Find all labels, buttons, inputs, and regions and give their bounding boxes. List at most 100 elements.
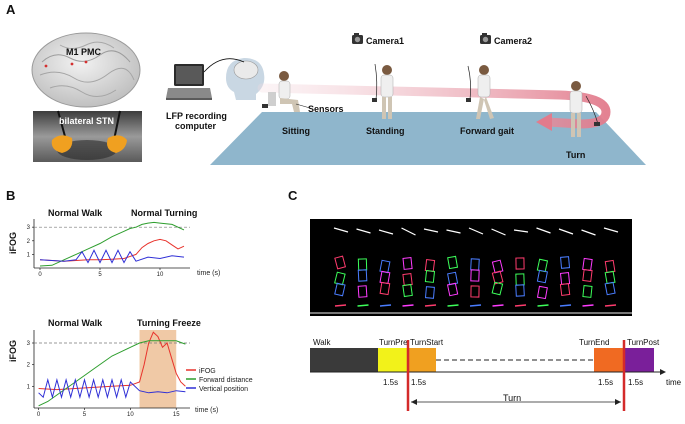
pose-skeleton-image — [310, 219, 632, 316]
x-tick-label: 0 — [38, 272, 42, 278]
camera2-icon — [480, 33, 491, 44]
pose-keypoint-box — [447, 255, 459, 270]
pose-keypoint-box — [446, 282, 459, 297]
turn-span-label: Turn — [503, 393, 521, 403]
chart-bottom-ylabel: iFOG — [8, 340, 18, 362]
duration-turnpre: 1.5s — [383, 378, 398, 387]
pose-keypoint-box — [402, 257, 413, 270]
segment-turnend — [594, 348, 624, 372]
pose-foot-stroke — [379, 304, 392, 307]
time-axis-arrow — [660, 369, 666, 375]
series-line-vertical-position — [39, 249, 185, 264]
chart-top: Normal Walk Normal Turning iFOG time (s)… — [8, 208, 220, 278]
pose-keypoint-box — [515, 257, 525, 270]
segment-turnpre — [378, 348, 408, 372]
x-tick-label: 5 — [83, 412, 87, 418]
pose-foot-stroke — [492, 304, 504, 307]
patient-turning-figure — [569, 81, 600, 137]
forward-gait-label: Forward gait — [460, 126, 514, 136]
segment-label-walk: Walk — [313, 338, 331, 347]
chart-top-ylabel: iFOG — [8, 232, 18, 254]
pose-head-stroke — [446, 229, 461, 234]
pose-keypoint-box — [424, 286, 435, 299]
turn-timeline: Walk TurnPre TurnStart TurnEnd TurnPost … — [310, 338, 682, 411]
series-line-forward-distance — [39, 221, 185, 267]
chart-bottom-title-left: Normal Walk — [48, 318, 103, 328]
pose-head-stroke — [513, 229, 529, 233]
brain-label: M1 PMC — [66, 47, 102, 57]
sensors-pointer — [295, 103, 311, 109]
legend-forward-distance: Forward distance — [199, 377, 253, 384]
segment-label-turnstart: TurnStart — [410, 338, 444, 347]
pose-keypoint-box — [357, 285, 368, 298]
chart-top-title-left: Normal Walk — [48, 208, 103, 218]
pose-foot-stroke — [402, 304, 414, 307]
segment-turnstart — [408, 348, 436, 372]
x-tick-label: 5 — [98, 272, 102, 278]
computer-label-line2: computer — [175, 121, 217, 131]
y-tick-label: 1 — [27, 252, 31, 258]
segment-label-turnend: TurnEnd — [579, 338, 609, 347]
duration-turnstart: 1.5s — [411, 378, 426, 387]
camera1-icon — [352, 33, 363, 44]
pose-keypoint-box — [491, 281, 504, 296]
pose-head-stroke — [333, 227, 349, 233]
patient-sitting-figure — [262, 71, 300, 112]
turn-span-arrowhead-left — [411, 399, 417, 405]
pose-foot-stroke — [447, 304, 459, 307]
sensors-label: Sensors — [308, 104, 344, 114]
camera1-label: Camera1 — [366, 36, 404, 46]
pose-keypoint-box — [582, 268, 593, 282]
panel-b-label: B — [6, 188, 15, 203]
series-line-ifog — [38, 331, 186, 391]
pose-keypoint-box — [334, 282, 346, 297]
stn-image — [33, 110, 142, 162]
panel-a-label: A — [6, 2, 16, 17]
x-tick-label: 15 — [173, 412, 180, 418]
pose-keypoint-box — [560, 256, 571, 269]
segment-turnpost — [624, 348, 654, 372]
pose-head-stroke — [536, 227, 551, 234]
chart-bottom: Normal Walk Turning Freeze iFOG time (s)… — [8, 318, 253, 418]
patient-walking-figure — [466, 65, 494, 119]
y-tick-label: 3 — [27, 341, 31, 347]
patient-head-icon — [203, 58, 265, 100]
pose-keypoint-box — [582, 285, 593, 298]
pose-foot-stroke — [469, 304, 482, 307]
time-axis-label: time — [666, 378, 682, 387]
stn-label: bilateral STN — [59, 116, 114, 126]
x-tick-label: 10 — [127, 412, 134, 418]
y-tick-label: 3 — [27, 225, 31, 231]
x-tick-label: 0 — [37, 412, 41, 418]
duration-turnend: 1.5s — [598, 378, 613, 387]
pose-head-stroke — [423, 228, 439, 233]
x-tick-label: 10 — [157, 272, 164, 278]
pose-keypoint-box — [559, 282, 571, 296]
legend-ifog: iFOG — [199, 368, 216, 375]
segment-walk — [310, 348, 378, 372]
pose-keypoint-box — [357, 269, 368, 282]
pose-foot-stroke — [334, 304, 347, 307]
pose-keypoint-box — [334, 255, 347, 270]
brain-image — [31, 32, 141, 108]
pose-keypoint-box — [515, 284, 525, 297]
series-line-vertical-position — [38, 377, 186, 400]
pose-keypoint-box — [402, 283, 413, 298]
patient-standing-figure — [372, 63, 394, 119]
segment-label-turnpost: TurnPost — [627, 338, 660, 347]
pose-head-stroke — [356, 228, 371, 234]
y-tick-label: 2 — [27, 239, 31, 245]
sitting-label: Sitting — [282, 126, 310, 136]
chart-bottom-legend: iFOG Forward distance Vertical position — [186, 368, 253, 393]
floor — [210, 112, 646, 165]
pose-head-stroke — [491, 228, 506, 236]
pose-keypoint-box — [470, 285, 480, 298]
pose-foot-stroke — [604, 304, 617, 307]
chart-top-title-right: Normal Turning — [131, 208, 197, 218]
camera2-label: Camera2 — [494, 36, 532, 46]
pose-keypoint-box — [379, 281, 391, 296]
legend-vertical-position: Vertical position — [199, 386, 248, 393]
chart-bottom-title-right: Turning Freeze — [137, 318, 201, 328]
chart-bottom-xlabel: time (s) — [195, 407, 218, 414]
